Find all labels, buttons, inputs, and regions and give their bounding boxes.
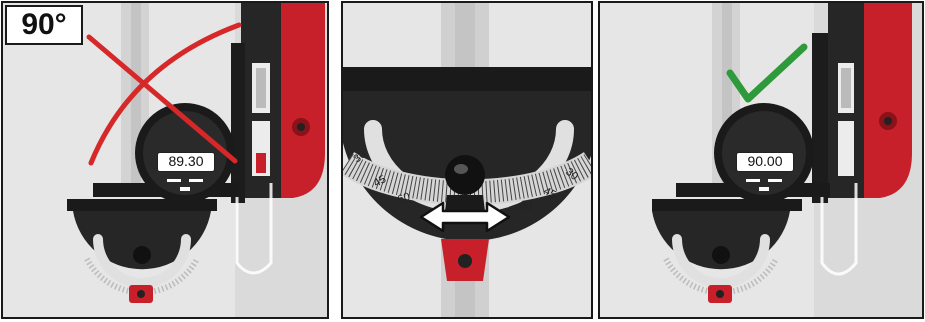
angle-label: 90° (5, 5, 83, 45)
lock-knob (445, 155, 485, 195)
gauge-reading-display: 89.30 (157, 152, 215, 172)
panel-correct: 90.00 (598, 1, 924, 319)
check-mark-icon (730, 47, 804, 99)
panel-incorrect: 90° 89.30 (1, 1, 329, 319)
gauge-reading-display: 90.00 (736, 152, 794, 172)
panel-adjust-illustration: 30 45 60 90 60 45 30 (343, 3, 593, 319)
protractor-bar (343, 67, 593, 91)
panel-adjust: 30 45 60 90 60 45 30 (341, 1, 593, 319)
